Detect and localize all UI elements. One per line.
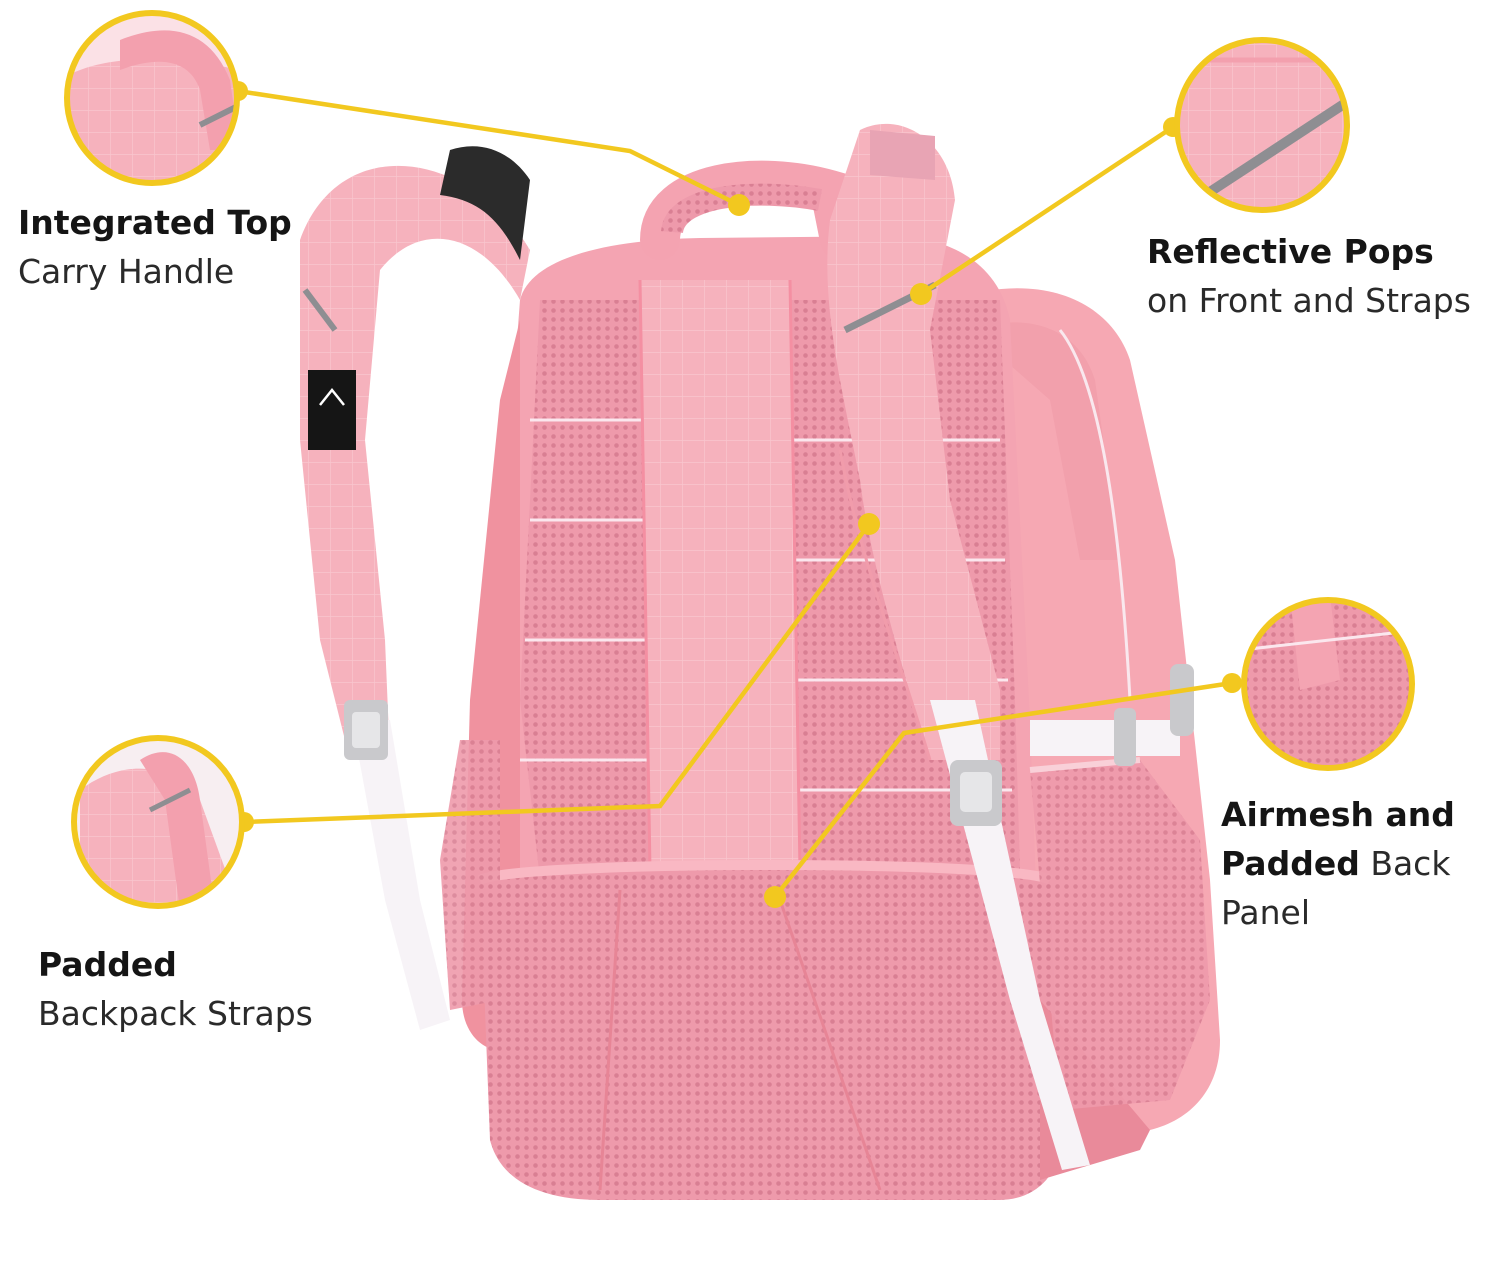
callout-subtitle: on Front and Straps (1147, 281, 1471, 320)
zoom-circle-handle (64, 10, 240, 186)
right-shoulder-strap (827, 123, 1194, 1170)
top-carry-handle (640, 160, 860, 260)
callout-connectors (237, 88, 1233, 899)
callout-integrated-top-carry-handle: Integrated Top Carry Handle (18, 198, 292, 296)
callout-title-line2: Padded (1221, 844, 1360, 883)
callout-airmesh-padded-back-panel: Airmesh and Padded Back Panel (1221, 790, 1455, 937)
zoom-circle-reflective (1174, 37, 1350, 213)
callout-subtitle: Backpack Straps (38, 994, 313, 1033)
callout-title-line1: Airmesh and (1221, 795, 1455, 834)
callout-title: Reflective Pops (1147, 232, 1434, 271)
backpack-body (440, 236, 1220, 1200)
callout-subtitle: Carry Handle (18, 252, 235, 291)
callout-reflective-pops: Reflective Pops on Front and Straps (1147, 227, 1471, 325)
zoom-circle-airmesh (1241, 597, 1415, 771)
callout-subtitle: Panel (1221, 893, 1311, 932)
callout-title-line2-rest: Back (1359, 844, 1451, 883)
zoom-circle-straps (71, 735, 245, 909)
callout-title: Integrated Top (18, 203, 292, 242)
left-shoulder-strap (300, 146, 530, 1030)
callout-padded-backpack-straps: Padded Backpack Straps (38, 940, 313, 1038)
callout-title: Padded (38, 945, 177, 984)
